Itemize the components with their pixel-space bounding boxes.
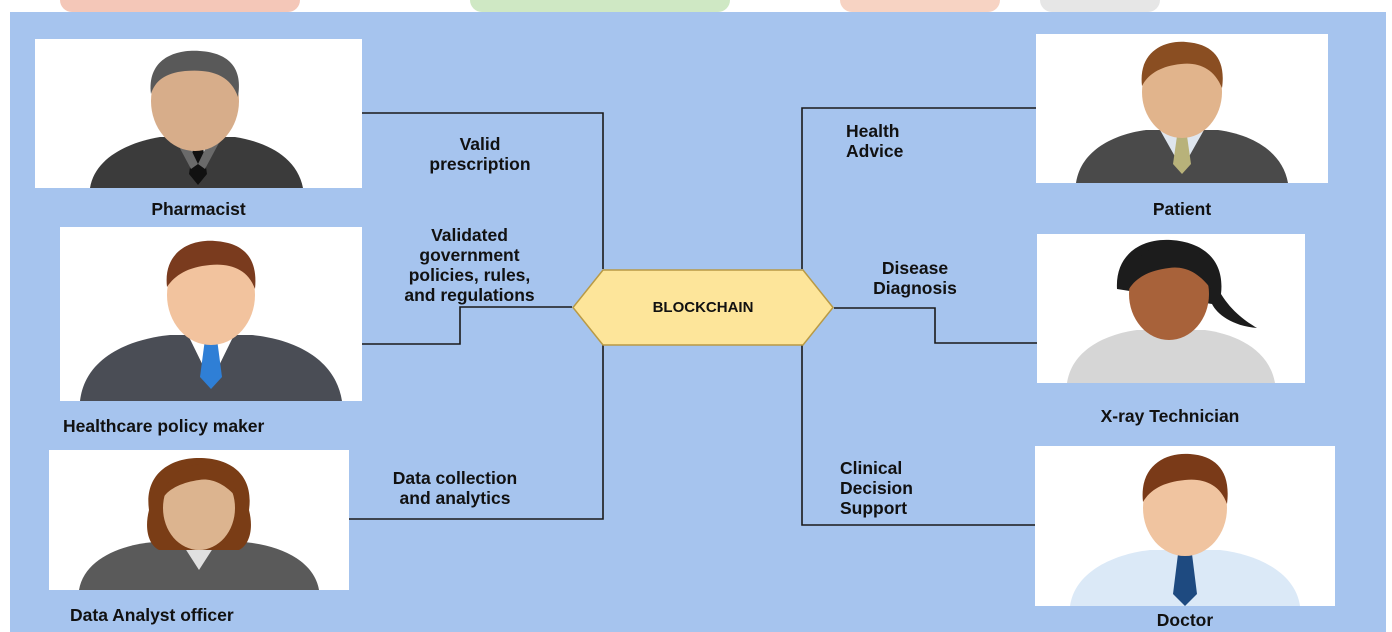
flow-label-data-analyst: Data collection and analytics <box>392 468 518 508</box>
flow-label-xray-technician: Disease Diagnosis <box>873 258 957 298</box>
connector-patient <box>801 107 1036 269</box>
connector-doctor <box>801 345 1035 526</box>
xray-technician-avatar-icon <box>1067 239 1275 383</box>
connector-xray-technician <box>834 307 1037 344</box>
blockchain-hub: BLOCKCHAIN <box>572 269 834 346</box>
patient-label: Patient <box>1152 199 1212 219</box>
connector-policy-maker <box>357 306 572 345</box>
doctor-avatar-icon <box>1070 453 1300 606</box>
data-analyst-card <box>49 450 349 590</box>
xray-technician-card <box>1037 234 1305 383</box>
patient-card <box>1036 34 1328 183</box>
flow-label-patient: Health Advice <box>846 121 904 161</box>
pharmacist-avatar-icon <box>90 50 303 188</box>
flow-label-policy-maker: Validated government policies, rules, an… <box>404 225 535 305</box>
policy-maker-avatar-icon <box>80 240 342 401</box>
hexagon-shape <box>572 269 834 346</box>
doctor-card <box>1035 446 1335 606</box>
patient-avatar-icon <box>1076 41 1288 183</box>
connector-pharmacist <box>362 112 604 269</box>
pharmacist-card <box>35 39 362 188</box>
policy-maker-card <box>60 227 362 401</box>
doctor-label: Doctor <box>1156 610 1214 630</box>
connector-data-analyst <box>349 345 604 520</box>
pharmacist-label: Pharmacist <box>151 199 246 219</box>
top-decoration <box>0 0 1392 14</box>
hub-label: BLOCKCHAIN <box>652 299 754 316</box>
flow-label-doctor: Clinical Decision Support <box>840 458 913 518</box>
flow-label-pharmacist: Valid prescription <box>429 134 531 174</box>
data-analyst-label: Data Analyst officer <box>70 605 234 625</box>
data-analyst-avatar-icon <box>79 458 319 590</box>
policy-maker-label: Healthcare policy maker <box>63 416 265 436</box>
xray-technician-label: X-ray Technician <box>1100 406 1240 426</box>
